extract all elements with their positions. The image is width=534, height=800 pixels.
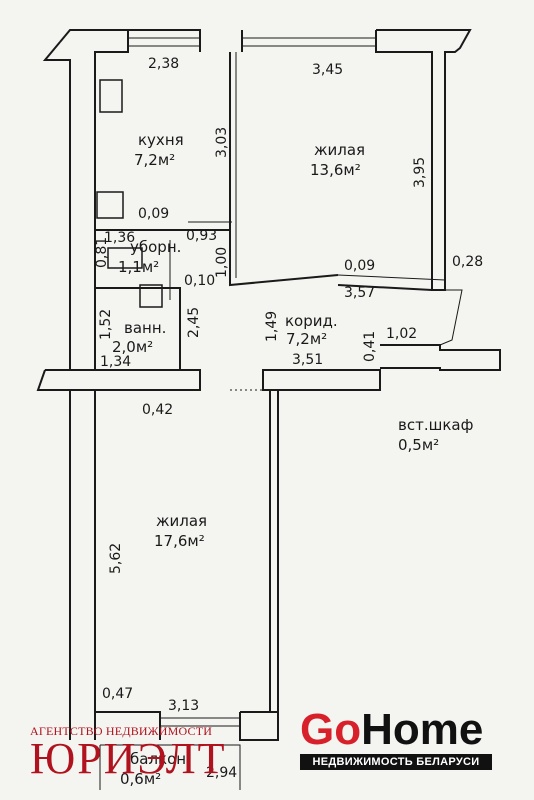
dim-345: 3,45 <box>312 62 343 78</box>
dim-238: 2,38 <box>148 56 179 72</box>
dim-149: 1,49 <box>264 311 280 342</box>
dim-081: 0,81 <box>94 237 110 268</box>
dim-010: 0,10 <box>184 273 215 289</box>
dim-102: 1,02 <box>386 326 417 342</box>
corridor-area: 7,2м² <box>286 330 327 348</box>
living2-area: 17,6м² <box>154 532 205 550</box>
closet-name: вст.шкаф <box>398 416 473 434</box>
agency-caption: АГЕНТСТВО НЕДВИЖИМОСТИ <box>30 724 213 738</box>
dim-041: 0,41 <box>362 331 378 362</box>
partition-bath <box>95 287 181 370</box>
dim-042: 0,42 <box>142 402 173 418</box>
mid-wall-right <box>262 369 381 391</box>
dim-009b: 0,09 <box>344 258 375 274</box>
dim-303: 3,03 <box>214 127 230 158</box>
left-outer-wall <box>42 41 71 370</box>
window-pier-1 <box>128 29 201 52</box>
partition-living1 <box>229 52 339 287</box>
right-wall-lower <box>269 390 279 712</box>
wc-name: уборн. <box>130 238 181 256</box>
closet-wall <box>380 344 501 371</box>
closet-area: 0,5м² <box>398 436 439 454</box>
living2-name: жилая <box>156 512 207 530</box>
bath-area: 2,0м² <box>112 338 153 356</box>
dim-395: 3,95 <box>412 157 428 188</box>
gohome-tagline: НЕДВИЖИМОСТЬ БЕЛАРУСИ <box>300 754 492 770</box>
kitchen-area: 7,2м² <box>134 151 175 169</box>
dim-294: 2,94 <box>206 765 237 781</box>
walls <box>36 29 501 790</box>
dim-009a: 0,09 <box>138 206 169 222</box>
gohome-go: Go <box>300 705 362 754</box>
dim-134: 1,34 <box>100 354 131 370</box>
dim-047: 0,47 <box>102 686 133 702</box>
balcony-area: 0,6м² <box>120 770 161 788</box>
dim-357: 3,57 <box>344 285 375 301</box>
gohome-logo: GoHome НЕДВИЖИМОСТЬ БЕЛАРУСИ <box>300 706 492 770</box>
dimension-labels: 2,38 3,45 3,03 3,95 0,09 0,93 1,36 0,81 … <box>94 56 483 781</box>
living1-area: 13,6м² <box>310 161 361 179</box>
sink-icon <box>96 191 124 219</box>
dim-028: 0,28 <box>452 254 483 270</box>
left-wall-lower <box>69 390 96 740</box>
living1-name: жилая <box>314 141 365 159</box>
balcony-outline <box>99 744 241 790</box>
toilet-icon <box>107 247 143 269</box>
dim-093: 0,93 <box>186 228 217 244</box>
window-top <box>128 37 376 47</box>
dim-245: 2,45 <box>186 307 202 338</box>
agency-brand: ЮРИЭЛТ <box>30 734 227 783</box>
dim-152: 1,52 <box>98 309 114 340</box>
dim-136: 1,36 <box>104 230 135 246</box>
yurielt-logo: АГЕНТСТВО НЕДВИЖИМОСТИ ЮРИЭЛТ <box>30 724 227 783</box>
stove-icon <box>99 79 123 113</box>
gohome-brand: GoHome <box>300 706 492 754</box>
bath-sink-icon <box>139 284 163 308</box>
gohome-home: Home <box>361 705 484 754</box>
wc-area: 1,1м² <box>118 258 159 276</box>
dim-562: 5,62 <box>108 543 124 574</box>
dim-100: 1,00 <box>214 247 230 278</box>
dim-313: 3,13 <box>168 698 199 714</box>
balcony-name: балкон <box>130 750 186 768</box>
right-top-wall <box>375 29 472 291</box>
mid-wall-left <box>36 369 201 391</box>
room-labels: кухня 7,2м² жилая 13,6м² уборн. 1,1м² ва… <box>112 131 473 788</box>
bath-name: ванн. <box>124 319 166 337</box>
dim-351: 3,51 <box>292 352 323 368</box>
top-left-wall <box>59 29 129 370</box>
corridor-name: корид. <box>285 312 338 330</box>
kitchen-name: кухня <box>138 131 184 149</box>
